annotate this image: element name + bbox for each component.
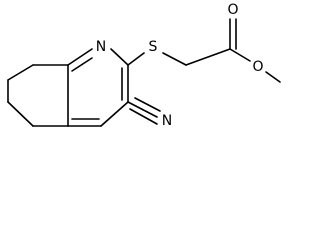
bond — [129, 108, 158, 125]
bond — [127, 52, 145, 66]
sulfur-label: S — [149, 39, 158, 55]
nitrile-nitrogen-label: N — [162, 113, 172, 129]
structure-drawing: N S O O N — [7, 2, 281, 129]
bond — [185, 48, 231, 66]
bond — [7, 64, 34, 81]
ester-oxygen-label: O — [252, 59, 263, 75]
bond — [134, 97, 161, 112]
bond — [127, 101, 158, 118]
bond — [229, 48, 251, 62]
ring-nitrogen-label: N — [96, 39, 106, 55]
carbonyl-oxygen-label: O — [227, 2, 238, 18]
bond — [100, 101, 129, 127]
atom-labels: N S O O N — [96, 2, 264, 129]
bond — [265, 71, 281, 83]
bond — [110, 48, 129, 66]
bond — [67, 48, 93, 66]
bond — [162, 52, 187, 66]
bond — [71, 57, 93, 72]
bond — [7, 101, 34, 127]
bonds — [7, 18, 281, 127]
